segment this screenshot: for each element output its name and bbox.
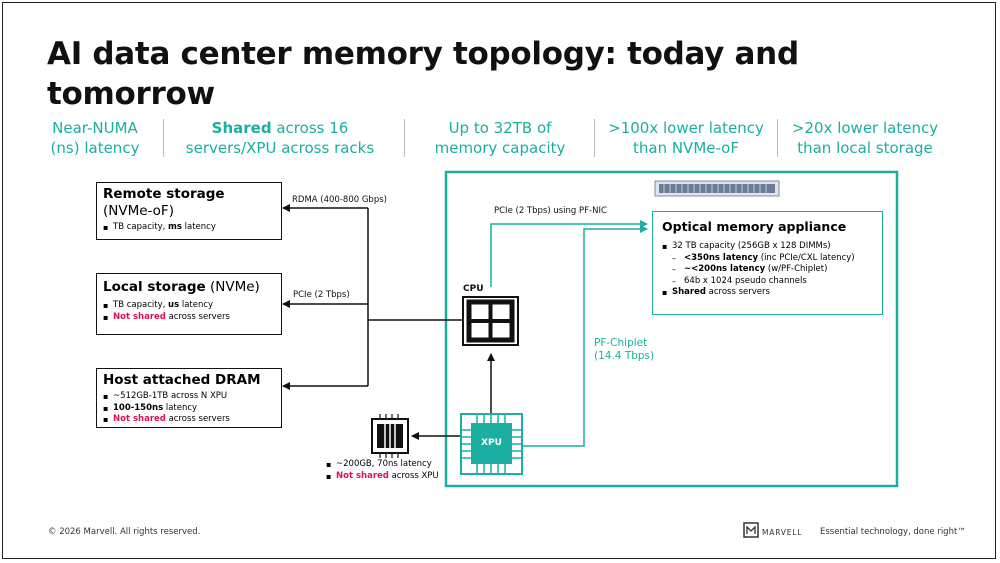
local-storage-box: Local storage (NVMe) TB capacity, us lat… [96, 273, 282, 335]
remote-storage-bullets: TB capacity, ms latency [103, 222, 275, 234]
remote-storage-title: Remote storage [103, 186, 225, 202]
remote-storage-box: Remote storage (NVMe-oF) TB capacity, ms… [96, 182, 282, 240]
stat-shared-text: across 16 servers/XPU across racks [185, 119, 375, 157]
xpu-chip-icon [460, 413, 523, 475]
cpu-to-appliance-line [490, 220, 648, 287]
local-storage-bullets: TB capacity, us latency Not shared acros… [103, 300, 275, 323]
cpu-label: CPU [463, 284, 484, 294]
stat-latency-text: Near-NUMA (ns) latency [50, 119, 140, 157]
tagline: Essential technology, done right™ [820, 527, 966, 537]
optical-memory-appliance-box: Optical memory appliance 32 TB capacity … [652, 211, 883, 315]
cpu-chip-icon [462, 296, 519, 346]
appliance-title: Optical memory appliance [662, 219, 847, 234]
hbm-memory-icon [371, 414, 409, 458]
host-dram-box: Host attached DRAM ~512GB-1TB across N X… [96, 368, 282, 428]
stat-capacity-text: Up to 32TB of memory capacity [434, 119, 566, 157]
stat-local-storage-text: >20x lower latency than local storage [791, 119, 939, 157]
local-storage-title: Local storage (NVMe) [103, 279, 260, 295]
future-enclosure [444, 170, 899, 488]
stat-shared: Shared across 16 servers/XPU across rack… [170, 118, 390, 158]
divider [404, 119, 405, 157]
marvell-logo: MARVELL [762, 528, 803, 537]
pcie-label: PCIe (2 Tbps) [293, 290, 350, 300]
list-item: TB capacity, ms latency [103, 222, 275, 234]
pf-chiplet-label: PF-Chiplet (14.4 Tbps) [594, 337, 655, 362]
remote-storage-subtitle: (NVMe-oF) [103, 203, 174, 219]
stat-nvmeof: >100x lower latency than NVMe-oF [600, 118, 772, 158]
list-item: 100-150ns latency [103, 403, 275, 415]
stat-local-storage: >20x lower latency than local storage [782, 118, 948, 158]
list-item: 32 TB capacity (256GB x 128 DIMMs) [662, 241, 873, 253]
slide-title: AI data center memory topology: today an… [47, 36, 799, 112]
local-storage-subtitle: (NVMe) [205, 279, 260, 295]
xpu-to-appliance-line [523, 225, 648, 447]
stat-latency: Near-NUMA (ns) latency [40, 118, 150, 158]
list-item: ~512GB-1TB across N XPU [103, 391, 275, 403]
marvell-logo-icon [743, 522, 759, 538]
list-item: Not shared across servers [103, 414, 275, 426]
host-dram-bullets: ~512GB-1TB across N XPU 100-150ns latenc… [103, 391, 275, 426]
pcie-nic-label: PCIe (2 Tbps) using PF-NIC [494, 206, 607, 216]
list-item: Not shared across XPU [326, 471, 439, 483]
copyright: © 2026 Marvell. All rights reserved. [48, 527, 201, 537]
divider [777, 119, 778, 157]
appliance-rack-icon [654, 180, 780, 197]
appliance-bullets: 32 TB capacity (256GB x 128 DIMMs) <350n… [662, 241, 873, 299]
list-item: ~200GB, 70ns latency [326, 459, 439, 471]
host-dram-title: Host attached DRAM [103, 372, 261, 388]
list-item: <350ns latency (inc PCIe/CXL latency) [662, 253, 873, 265]
stat-shared-bold: Shared [211, 119, 272, 137]
hbm-bullets: ~200GB, 70ns latency Not shared across X… [326, 459, 439, 482]
list-item: ~<200ns latency (w/PF-Chiplet) [662, 264, 873, 276]
rdma-label: RDMA (400-800 Gbps) [292, 195, 387, 205]
stat-capacity: Up to 32TB of memory capacity [420, 118, 580, 158]
list-item: TB capacity, us latency [103, 300, 275, 312]
divider [163, 119, 164, 157]
list-item: Not shared across servers [103, 312, 275, 324]
divider [594, 119, 595, 157]
list-item: 64b x 1024 pseudo channels [662, 276, 873, 288]
xpu-label: XPU [481, 438, 502, 448]
list-item: Shared across servers [662, 287, 873, 299]
stat-nvmeof-text: >100x lower latency than NVMe-oF [608, 119, 764, 157]
